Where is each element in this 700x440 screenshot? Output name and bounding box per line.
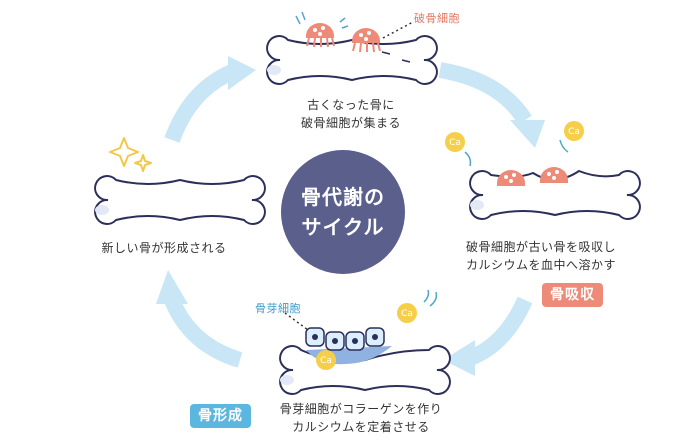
step-bottom-line2: カルシウムを定着させる — [292, 420, 430, 434]
formation-tag: 骨形成 — [190, 404, 251, 428]
resorption-tag: 骨吸収 — [542, 283, 603, 307]
calcium-ion-2: Ca — [559, 121, 584, 153]
bone-top — [266, 35, 438, 85]
center-title-line2: サイクル — [301, 215, 385, 239]
bone-left — [94, 175, 266, 225]
step-bottom-line1: 骨芽細胞がコラーゲンを作り — [279, 402, 443, 416]
osteoclast-cell-4 — [540, 167, 568, 183]
step-right-caption: 破骨細胞が古い骨を吸収し カルシウムを血中へ溶かす — [436, 238, 646, 274]
osteoblast-label: 骨芽細胞 — [255, 302, 301, 315]
sparkle-icon — [109, 137, 152, 172]
arrow-right-to-bottom — [443, 296, 533, 376]
svg-text:Ca: Ca — [568, 127, 580, 137]
cycle-arrows — [156, 56, 545, 376]
step-top-line1: 古くなった骨に — [307, 98, 395, 112]
svg-text:Ca: Ca — [449, 138, 461, 148]
osteoclast-cell-2 — [352, 28, 381, 53]
svg-text:Ca: Ca — [401, 309, 413, 319]
motion-lines-top — [295, 11, 349, 29]
step-bottom-caption: 骨芽細胞がコラーゲンを作り カルシウムを定着させる — [256, 400, 466, 436]
calcium-ion-1: Ca — [445, 132, 472, 167]
svg-text:Ca: Ca — [320, 356, 332, 366]
step-top-caption: 古くなった骨に 破骨細胞が集まる — [276, 96, 426, 132]
arrow-top-to-right — [438, 62, 545, 148]
step-top-line2: 破骨細胞が集まる — [300, 116, 401, 130]
arrow-left-to-top — [164, 56, 256, 143]
arrow-bottom-to-left — [156, 270, 243, 368]
osteoclast-cell-3 — [497, 170, 525, 186]
step-left-line1: 新しい骨が形成される — [101, 241, 227, 255]
center-title-line1: 骨代謝の — [301, 185, 385, 209]
step-left-caption: 新しい骨が形成される — [74, 239, 254, 257]
step-right-line1: 破骨細胞が古い骨を吸収し — [465, 240, 616, 254]
osteoclast-pointer-line — [382, 21, 414, 39]
osteoclast-cell-1 — [306, 23, 335, 48]
osteoclast-label: 破骨細胞 — [414, 12, 460, 25]
step-right-line2: カルシウムを血中へ溶かす — [465, 258, 616, 272]
calcium-ion-4: Ca — [397, 289, 438, 323]
cycle-center-title: 骨代謝の サイクル — [281, 150, 405, 274]
calcium-ion-3: Ca — [316, 350, 336, 370]
